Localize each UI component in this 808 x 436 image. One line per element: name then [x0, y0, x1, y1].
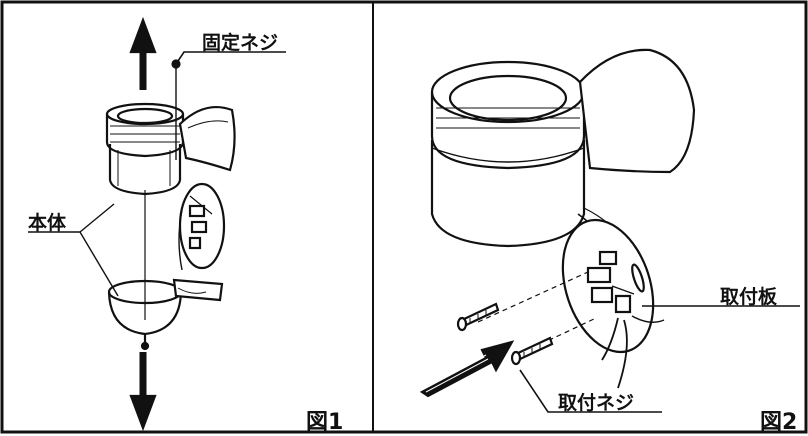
figure1-caption: 図1: [306, 410, 344, 435]
cover-part: [178, 106, 236, 172]
figure1-artwork: [28, 16, 286, 432]
down-arrow-icon: [129, 352, 157, 432]
mounting-plate: [561, 218, 655, 354]
mounting-plate-label: 取付板: [720, 286, 778, 308]
up-arrow-icon: [129, 16, 157, 90]
mounting-screw-label: 取付ネジ: [558, 392, 635, 414]
lower-body-part: [107, 278, 224, 351]
fixing-screw-label: 固定ネジ: [202, 32, 279, 54]
figure2-artwork: [419, 48, 800, 413]
body-label: 本体: [28, 212, 67, 234]
shade-part: [578, 48, 696, 174]
figure2-caption: 図2: [760, 410, 798, 435]
socket-ring: [430, 60, 586, 170]
upper-body-part: [105, 102, 185, 196]
mounting-screw-upper: [456, 302, 500, 332]
mounting-screw-lower: [510, 336, 554, 366]
mounting-plate-fig1: [178, 182, 226, 271]
insertion-arrow-icon: [419, 340, 515, 398]
main-body-cylinder: [430, 140, 586, 248]
